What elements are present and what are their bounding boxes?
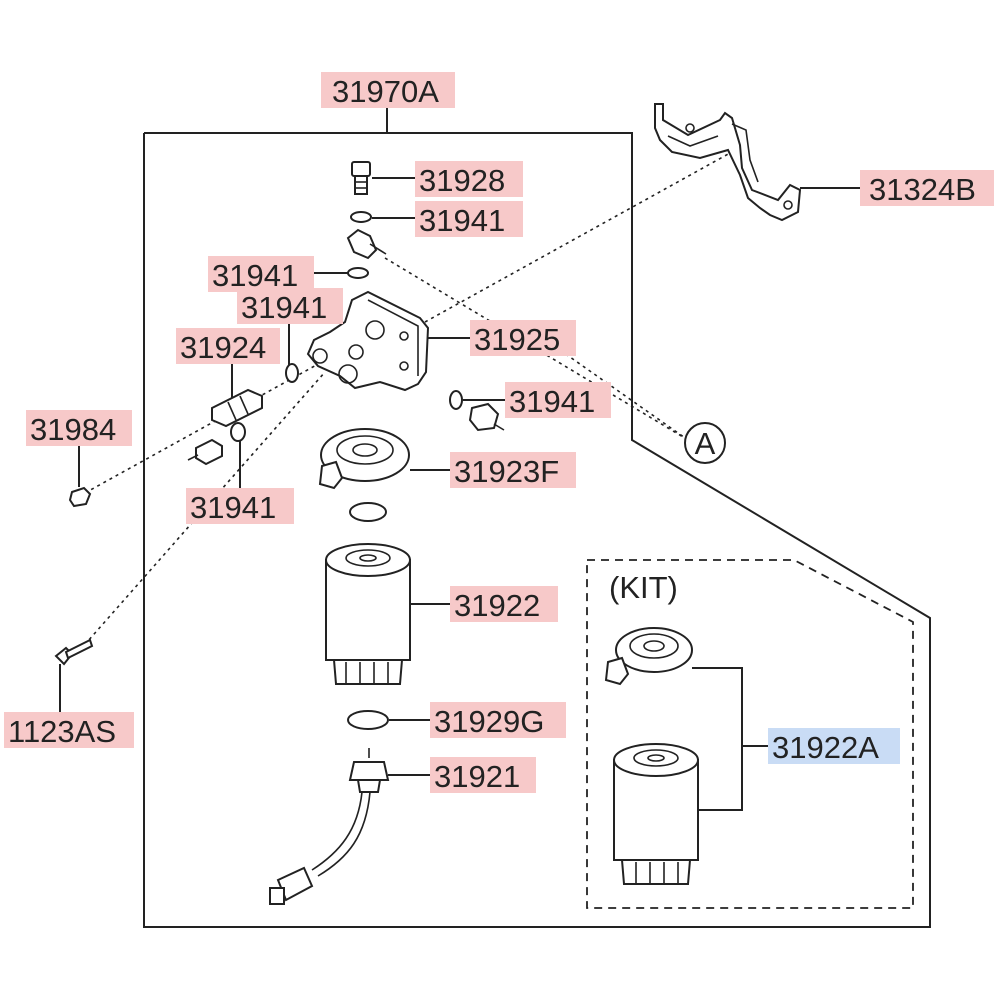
bolt-long-part	[54, 638, 94, 666]
svg-text:1123AS: 1123AS	[8, 714, 116, 749]
washer-bottom-left-part	[230, 422, 246, 442]
svg-text:31928: 31928	[419, 163, 505, 198]
washer-left-2-part	[285, 363, 299, 383]
kit-caption: (KIT)	[609, 570, 678, 605]
label-31941-left-2[interactable]: 31941	[237, 288, 343, 325]
top-bolt-part	[351, 161, 371, 195]
dash-line-bolt-long	[79, 371, 326, 651]
label-31924[interactable]: 31924	[176, 328, 280, 365]
label-31324B[interactable]: 31324B	[860, 170, 994, 207]
ref-circle-a	[684, 422, 726, 464]
label-31928[interactable]: 31928	[415, 161, 523, 198]
kit-filter-part	[613, 743, 699, 885]
right-fitting-part	[468, 402, 505, 432]
svg-text:31941: 31941	[241, 290, 327, 325]
label-31970A[interactable]: 31970A	[321, 72, 455, 109]
svg-text:31941: 31941	[509, 384, 595, 419]
seal-head-part	[318, 428, 410, 490]
washer-left-1-part	[347, 267, 369, 279]
label-31941-right[interactable]: 31941	[505, 382, 611, 419]
label-31923F[interactable]: 31923F	[450, 452, 576, 489]
washer-right-part	[449, 390, 463, 410]
fuel-filter-part	[325, 543, 411, 685]
leader-lines	[59, 177, 860, 811]
label-1123AS[interactable]: 1123AS	[4, 712, 134, 749]
union-fitting-part	[346, 228, 387, 260]
bolt-left-part	[68, 486, 92, 508]
oring-part	[347, 710, 389, 730]
label-31984[interactable]: 31984	[26, 410, 132, 447]
kit-box	[586, 559, 914, 909]
filter-head-part	[306, 290, 430, 392]
small-fitting-part	[187, 438, 223, 466]
svg-text:31929G: 31929G	[434, 704, 544, 739]
svg-text:31922: 31922	[454, 588, 540, 623]
label-31922[interactable]: 31922	[450, 586, 558, 623]
ref-mark-a: A	[695, 426, 716, 461]
label-31941-left-1[interactable]: 31941	[208, 256, 314, 293]
dash-line-bolt-left	[84, 362, 321, 494]
label-31941-top[interactable]: 31941	[415, 201, 523, 238]
svg-text:31941: 31941	[212, 258, 298, 293]
svg-text:31922A: 31922A	[772, 730, 879, 765]
svg-text:31923F: 31923F	[454, 454, 559, 489]
svg-text:31984: 31984	[30, 412, 116, 447]
dash-line-bracket	[424, 152, 731, 323]
svg-text:31924: 31924	[180, 330, 266, 365]
sensor-part	[211, 388, 263, 428]
svg-text:31925: 31925	[474, 322, 560, 357]
gasket-part	[349, 502, 387, 522]
washer-top-part	[350, 211, 372, 223]
label-31922A[interactable]: 31922A	[768, 728, 900, 765]
assembly-frame	[143, 132, 931, 928]
kit-seal-head-part	[604, 627, 693, 686]
svg-text:31941: 31941	[190, 490, 276, 525]
svg-text:31324B: 31324B	[869, 172, 976, 207]
water-sensor-part	[269, 748, 390, 905]
label-31921[interactable]: 31921	[430, 757, 536, 794]
label-31941-bottom-left[interactable]: 31941	[186, 488, 294, 525]
bracket-part	[654, 103, 802, 222]
label-31925[interactable]: 31925	[470, 320, 576, 357]
svg-text:31941: 31941	[419, 203, 505, 238]
label-31929G[interactable]: 31929G	[430, 702, 566, 739]
svg-text:31970A: 31970A	[332, 74, 439, 109]
svg-text:31921: 31921	[434, 759, 520, 794]
